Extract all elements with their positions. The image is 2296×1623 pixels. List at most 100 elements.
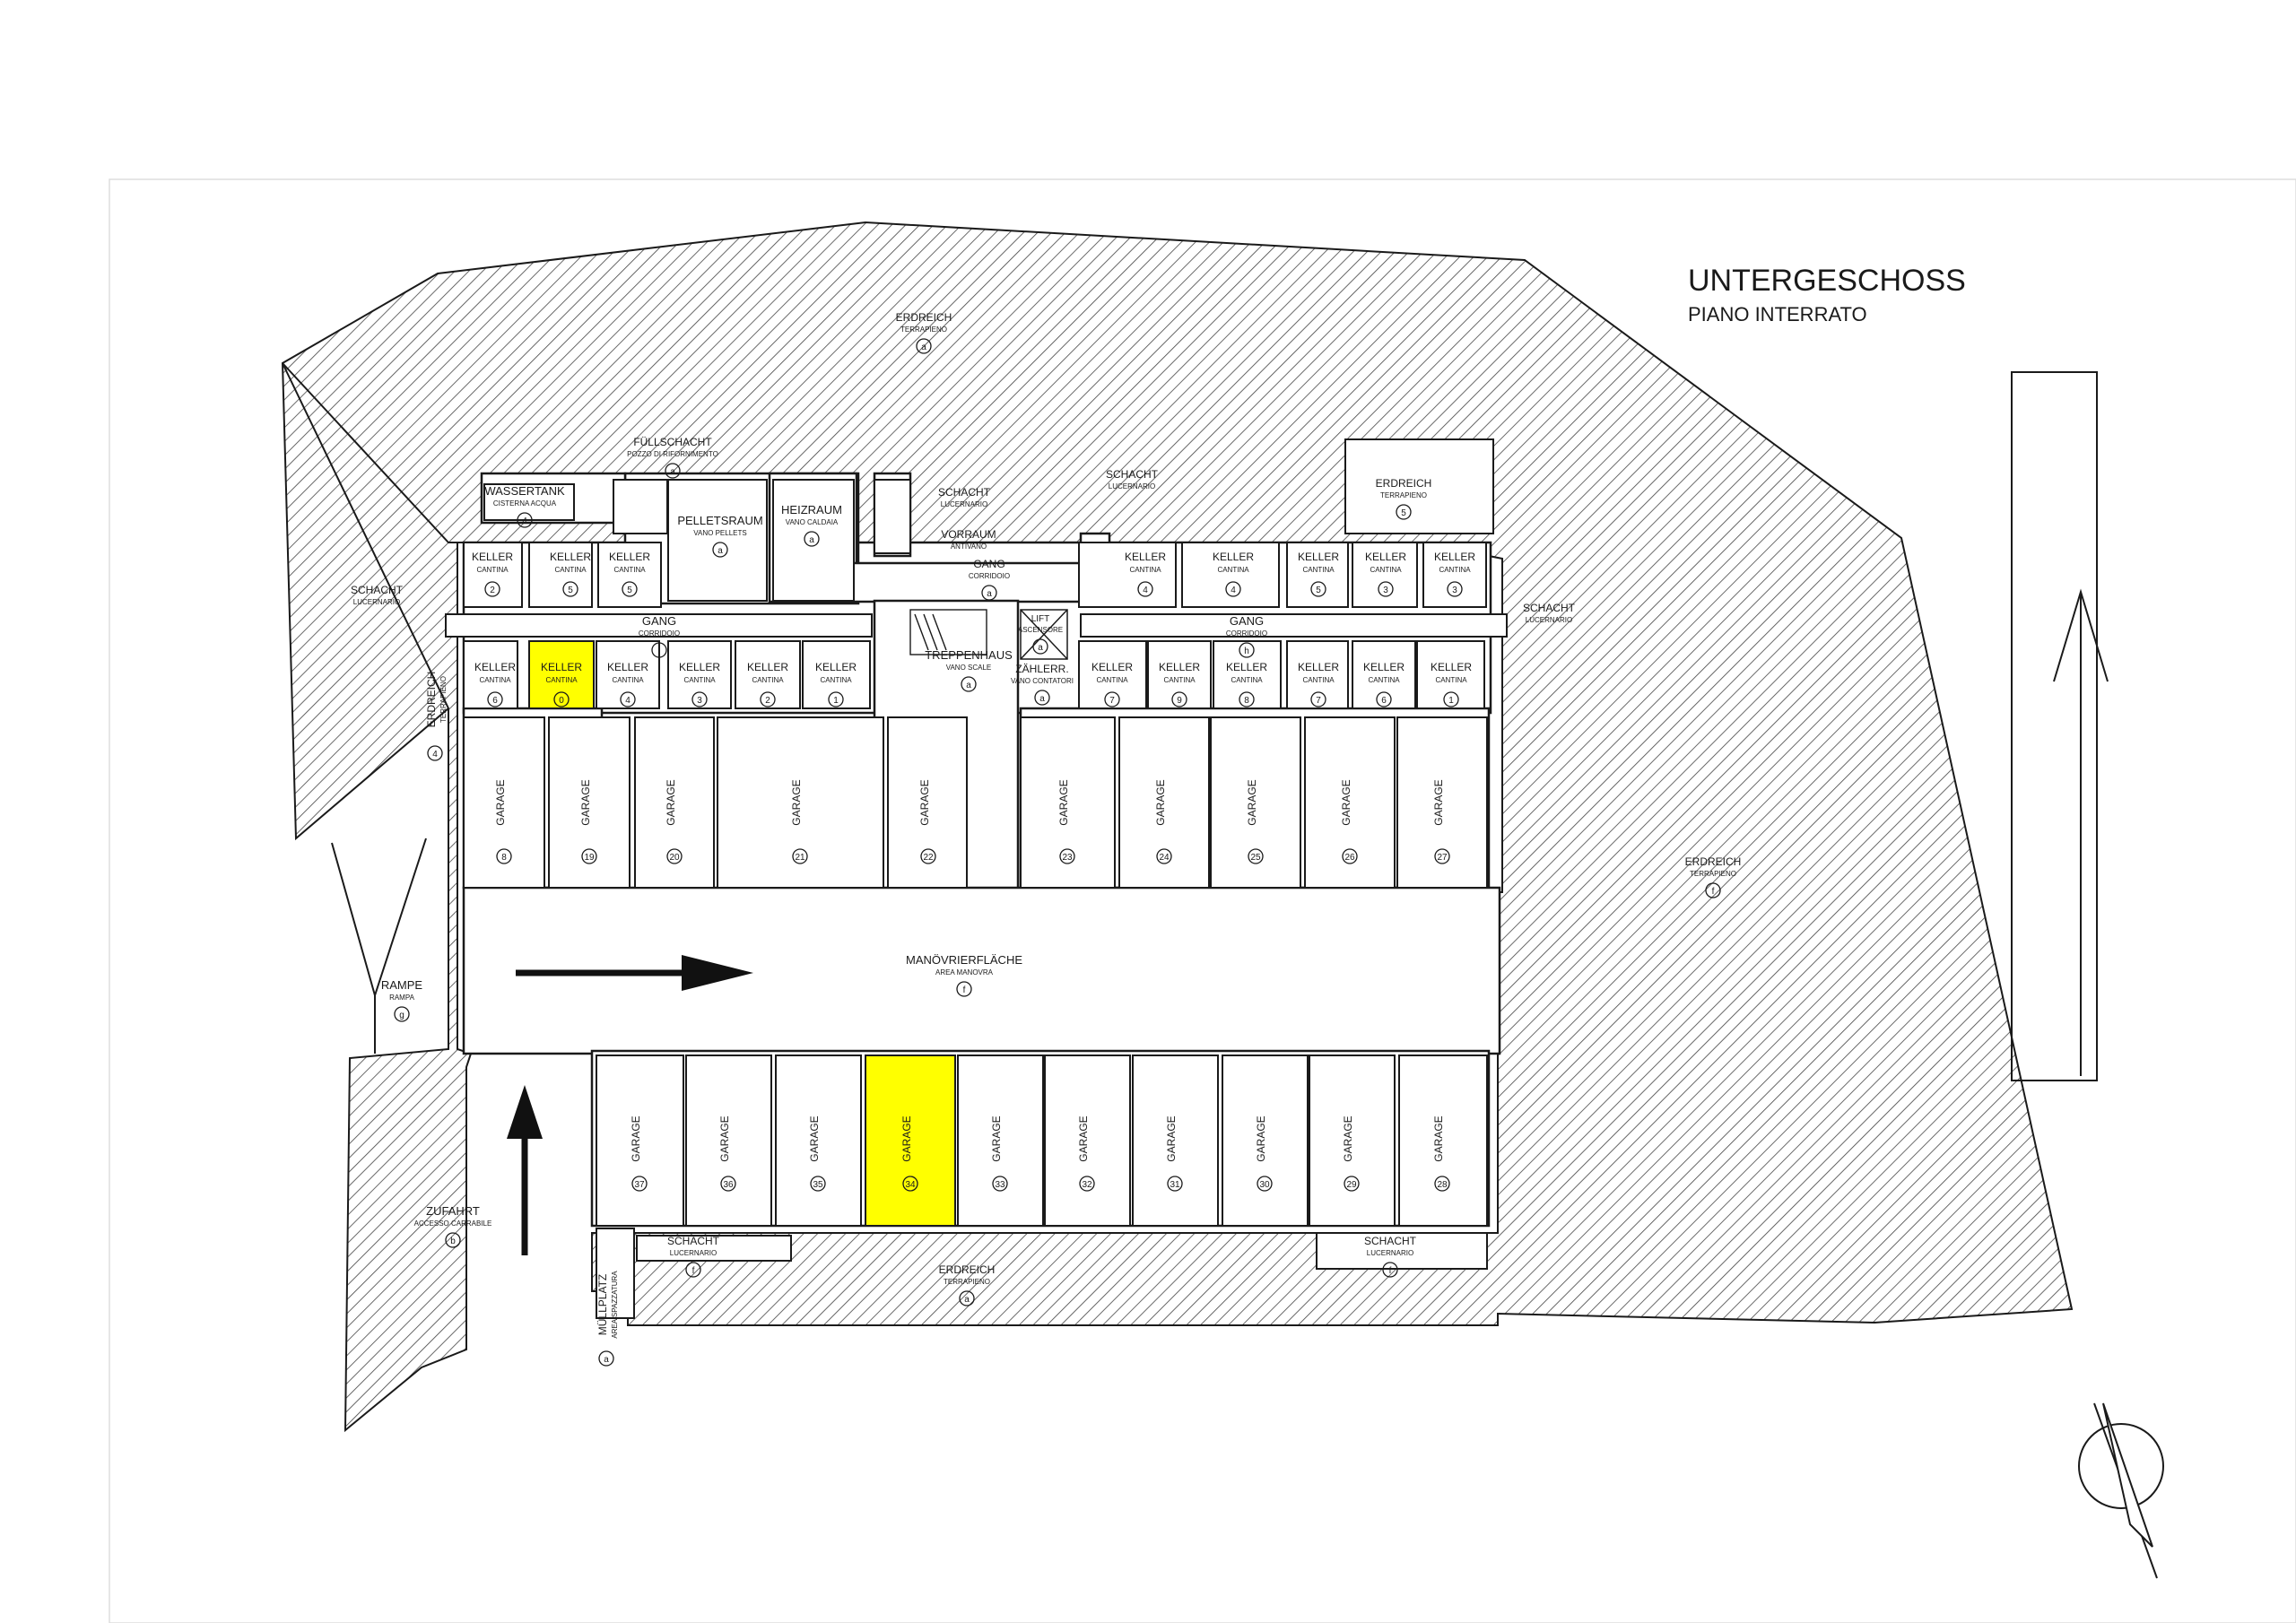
- top-right-keller-1-tag-circle: [1225, 581, 1241, 597]
- top-left-keller-sub-0: CANTINA: [476, 566, 509, 574]
- room-schacht_bl-tag-circle: [685, 1262, 701, 1278]
- garage-top-8-tag-circle: [1342, 848, 1358, 864]
- garage-top-9-tag: 27: [1437, 853, 1448, 863]
- garage-bottom-9-tag: 28: [1437, 1180, 1448, 1190]
- bottom-right-keller-0-tag: 7: [1109, 696, 1115, 706]
- garage-top-label-0: GARAGE: [494, 779, 507, 825]
- garage-top-label-6: GARAGE: [1154, 779, 1167, 825]
- room-gang_left-tag-circle: [651, 642, 667, 658]
- room-muellplatz-label: MÜLLPLATZ: [596, 1274, 609, 1335]
- room-manoevrier-tag: f: [963, 985, 966, 995]
- room-schacht_br-tag: f: [1389, 1266, 1392, 1276]
- room-schacht_bl-sub: LUCERNARIO: [670, 1249, 717, 1257]
- room-fuellschacht-tag: a: [670, 467, 675, 477]
- room-pelletsraum-label: PELLETSRAUM: [677, 514, 762, 527]
- top-right-keller-4-tag: 3: [1452, 586, 1457, 595]
- room-erdreich_top-sub: TERRAPIENO: [900, 325, 947, 334]
- bottom-left-keller-0-tag-circle: [487, 691, 503, 707]
- sheet-border: [109, 178, 2296, 1623]
- garage-bottom-5-tag-circle: [1079, 1176, 1095, 1192]
- room-gang_left-tag: i: [658, 647, 660, 656]
- bottom-left-keller-label-4: KELLER: [747, 661, 788, 673]
- bottom-right-keller-1-tag: 9: [1177, 696, 1182, 706]
- room-fuellschacht-sub: POZZO DI RIFORNIMENTO: [627, 450, 718, 458]
- garage-top-6-tag: 24: [1159, 853, 1170, 863]
- top-right-keller-0-tag: 4: [1143, 586, 1148, 595]
- corridor-right: [1080, 613, 1508, 638]
- garage-top-5-tag: 23: [1062, 853, 1073, 863]
- bottom-right-keller-sub-1: CANTINA: [1163, 676, 1196, 684]
- bottom-left-keller-sub-4: CANTINA: [752, 676, 784, 684]
- top-left-keller-label-0: KELLER: [472, 551, 513, 563]
- bottom-right-keller-1-tag-circle: [1171, 691, 1187, 707]
- garage-top-label-2: GARAGE: [665, 779, 677, 825]
- room-erdreich_top-label: ERDREICH: [896, 311, 952, 324]
- top-right-keller-sub-3: CANTINA: [1370, 566, 1402, 574]
- top-right-keller-3-tag-circle: [1378, 581, 1394, 597]
- room-treppenhaus-tag-circle: [961, 676, 977, 692]
- bottom-left-keller-3-tag-circle: [691, 691, 708, 707]
- corridor-left: [445, 613, 873, 638]
- garage-top-3-tag-circle: [792, 848, 808, 864]
- room-rampe-tag: g: [399, 1011, 404, 1020]
- garage-top-5-tag-circle: [1059, 848, 1075, 864]
- garage-bottom-label-7: GARAGE: [1255, 1115, 1267, 1161]
- garage-top-label-4: GARAGE: [918, 779, 931, 825]
- garage-bottom-label-2: GARAGE: [808, 1115, 821, 1161]
- bottom-left-keller-sub-0: CANTINA: [479, 676, 511, 684]
- title-main: UNTERGESCHOSS: [1688, 264, 1966, 298]
- bottom-left-keller-0-tag: 6: [492, 696, 498, 706]
- bottom-right-keller-label-0: KELLER: [1091, 661, 1133, 673]
- room-erdreich_left-label: ERDREICH: [425, 672, 438, 728]
- garage-top-4-tag-circle: [920, 848, 936, 864]
- top-left-keller-label-2: KELLER: [609, 551, 650, 563]
- room-erdreich_box-tag-circle: [1396, 504, 1412, 520]
- garage-bottom-3-tag-circle: [902, 1176, 918, 1192]
- entry-arrow-icon: [507, 1085, 543, 1255]
- room-gang_right-sub: CORRIDOIO: [1226, 629, 1267, 638]
- room-pelletsraum-sub: VANO PELLETS: [693, 529, 746, 537]
- room-erdreich_top-tag: a: [921, 343, 926, 352]
- room-wassertank-sub: CISTERNA ACQUA: [493, 499, 557, 508]
- bottom-left-keller-2-tag-circle: [620, 691, 636, 707]
- room-vorraum-sub: ANTIVANO: [951, 542, 987, 551]
- bottom-right-keller-0-tag-circle: [1104, 691, 1120, 707]
- bottom-left-keller-label-2: KELLER: [607, 661, 648, 673]
- garage-top-3-tag: 21: [795, 853, 805, 863]
- bottom-left-keller-5-tag-circle: [828, 691, 844, 707]
- direction-arrow-icon: [516, 955, 753, 991]
- room-treppenhaus-label: TREPPENHAUS: [925, 648, 1013, 662]
- room-schacht_bl-tag: f: [692, 1266, 695, 1276]
- room-zaehlerr-label: ZÄHLERR.: [1015, 663, 1068, 675]
- bottom-right-keller-4-tag: 6: [1381, 696, 1387, 706]
- garage-bottom-4-tag: 33: [995, 1180, 1005, 1190]
- bottom-left-keller-3-tag: 3: [697, 696, 702, 706]
- garage-top-0-tag-circle: [496, 848, 512, 864]
- room-erdreich_right-tag-circle: [1705, 882, 1721, 898]
- title-sub: PIANO INTERRATO: [1688, 303, 1867, 325]
- room-heizraum-sub: VANO CALDAIA: [786, 518, 839, 526]
- room-manoevrier-tag-circle: [956, 981, 972, 997]
- room-treppenhaus-tag: a: [966, 681, 971, 690]
- room-erdreich_top-tag-circle: [916, 338, 932, 354]
- garage-bottom-2-tag: 35: [813, 1180, 823, 1190]
- top-left-keller-1-tag: 5: [568, 586, 573, 595]
- garage-top-2-tag: 20: [669, 853, 680, 863]
- room-rampe-label: RAMPE: [381, 978, 423, 992]
- room-gang_mid-sub: CORRIDOIO: [969, 572, 1010, 580]
- top-right-keller-label-2: KELLER: [1298, 551, 1339, 563]
- bottom-right-keller-3-tag-circle: [1310, 691, 1326, 707]
- room-gang_right-label: GANG: [1230, 614, 1264, 628]
- room-erdreich_box-tag: 5: [1401, 508, 1406, 518]
- bottom-left-keller-4-tag: 2: [765, 696, 770, 706]
- bottom-right-keller-label-1: KELLER: [1159, 661, 1200, 673]
- room-zufahrt-tag: b: [450, 1237, 456, 1246]
- garage-top-2-tag-circle: [666, 848, 683, 864]
- room-vorraum-label: VORRAUM: [941, 528, 996, 541]
- top-left-keller-2-tag: 5: [627, 586, 632, 595]
- bottom-strip: [596, 1228, 1488, 1319]
- room-schacht_br-sub: LUCERNARIO: [1367, 1249, 1413, 1257]
- bottom-right-keller-sub-0: CANTINA: [1096, 676, 1128, 684]
- room-heizraum-tag-circle: [804, 531, 820, 547]
